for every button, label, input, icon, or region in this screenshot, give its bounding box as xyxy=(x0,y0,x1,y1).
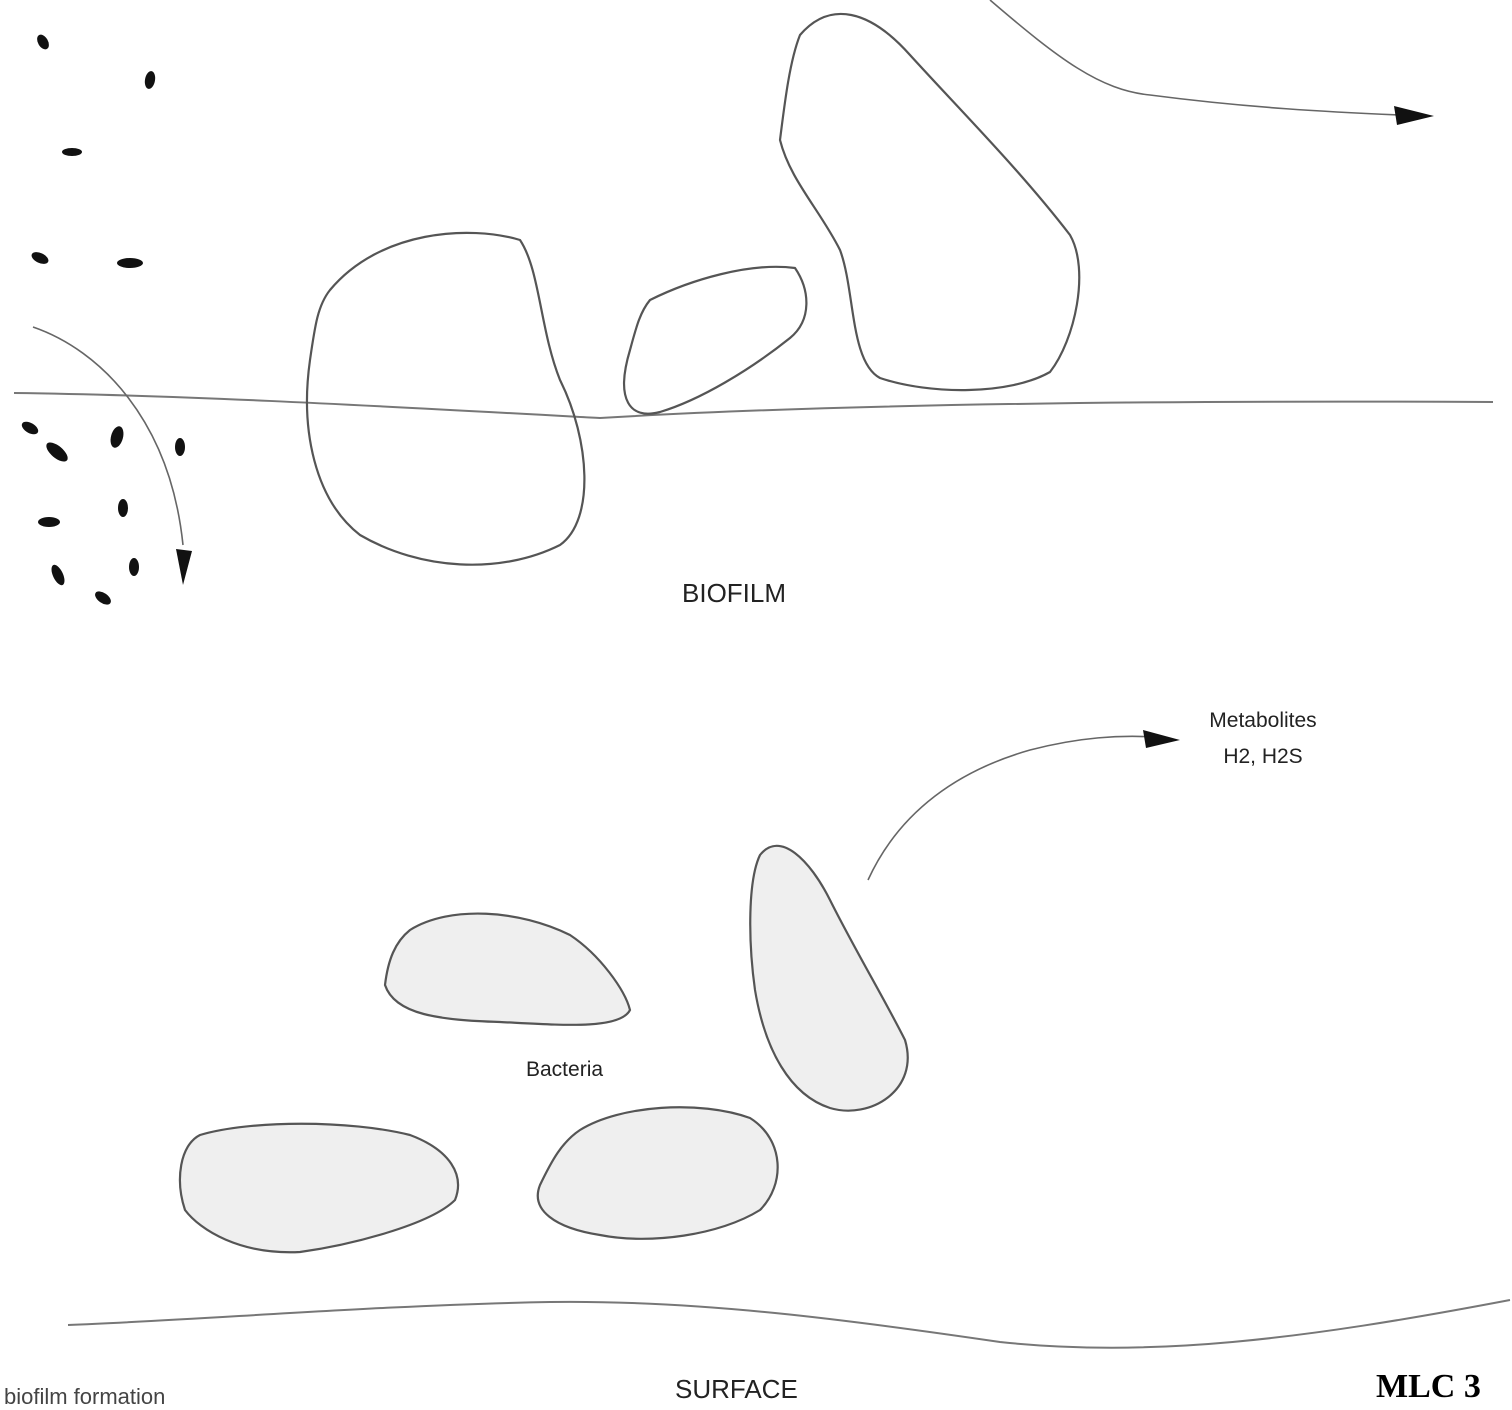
bacterium-particle-icon xyxy=(20,419,41,437)
arrowhead-icon xyxy=(1143,730,1180,748)
bacterium-particle-icon xyxy=(117,258,143,268)
arrowhead-icon xyxy=(1394,106,1434,125)
caption-fragment: biofilm formation xyxy=(4,1384,165,1410)
flow-curve-left xyxy=(33,327,183,545)
bacterium-particle-icon xyxy=(129,558,139,576)
bacterium-particle-icon xyxy=(62,148,82,156)
bacterium-particle-icon xyxy=(35,33,52,52)
metabolites-label-line1: Metabolites xyxy=(1188,703,1338,739)
colony-right xyxy=(780,14,1079,390)
bacteria-label: Bacteria xyxy=(526,1052,603,1088)
arrowhead-icon xyxy=(176,549,192,585)
biofilm-boundary-line xyxy=(14,393,1493,418)
metabolites-arrow-curve xyxy=(868,736,1155,880)
biofilm-label: BIOFILM xyxy=(682,578,786,609)
bacterium-particle-icon xyxy=(49,563,67,587)
bacterium-cell xyxy=(385,914,630,1025)
bacterium-particle-icon xyxy=(175,438,185,456)
surface-label: SURFACE xyxy=(675,1374,798,1405)
bacterium-particle-icon xyxy=(144,70,157,89)
bacterium-particle-icon xyxy=(30,250,51,267)
bacterium-particle-icon xyxy=(38,517,60,527)
colony-middle xyxy=(624,267,806,414)
bacterium-cell xyxy=(750,846,907,1111)
flow-curve-top xyxy=(990,0,1400,115)
bacterium-cell xyxy=(180,1124,458,1252)
bacterium-cell xyxy=(538,1107,778,1239)
bacterium-particle-icon xyxy=(43,439,71,465)
metabolites-label-line2: H2, H2S xyxy=(1188,739,1338,775)
bacterium-particle-icon xyxy=(93,589,113,608)
surface-line xyxy=(68,1300,1510,1348)
planktonic-bacteria-group xyxy=(20,33,185,608)
metabolites-label: Metabolites H2, H2S xyxy=(1188,703,1338,775)
figure-code: MLC 3 xyxy=(1376,1368,1481,1406)
bacterium-particle-icon xyxy=(118,499,128,517)
colony-left xyxy=(307,233,584,565)
bacterium-particle-icon xyxy=(108,425,125,449)
